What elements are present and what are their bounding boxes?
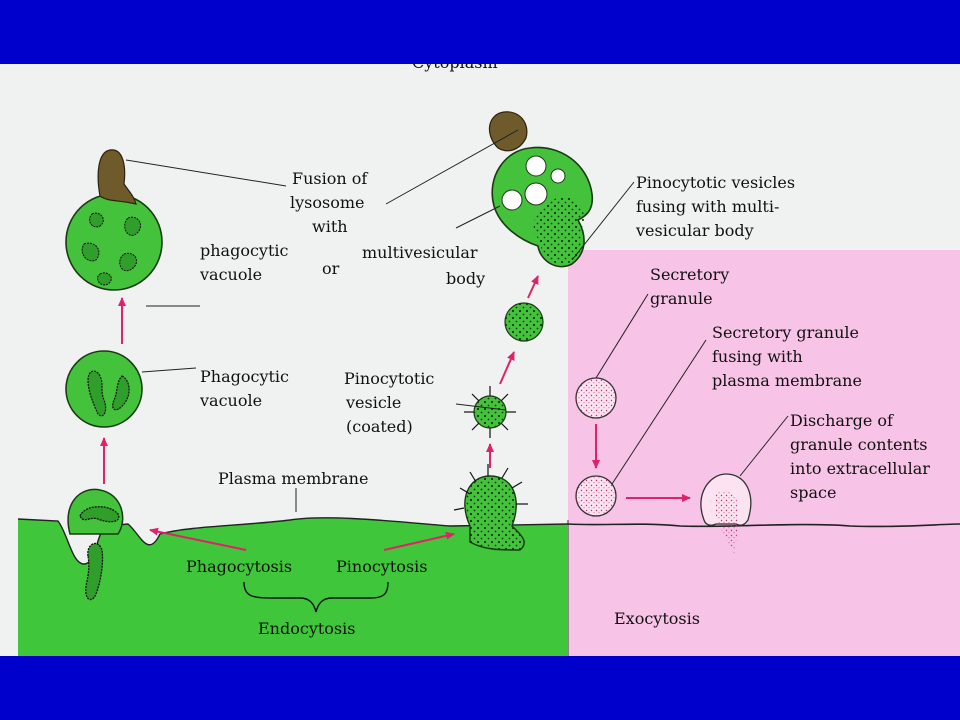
leader-lines [125, 129, 789, 512]
label-plasma-membrane: Plasma membrane [218, 469, 368, 488]
endocytosis-brace [243, 581, 389, 613]
label-secretory-fusing-1: Secretory granule [712, 323, 859, 342]
bud-coat-spikes [453, 464, 528, 511]
arrow-vesicle-to-mvb [527, 275, 539, 299]
mvb-vesicle-4 [550, 168, 566, 184]
phago-debris-2 [124, 216, 141, 236]
label-secretory-granule-2: granule [650, 289, 713, 308]
phago-debris-1 [89, 212, 104, 228]
label-pinocytotic-vesicle-3: (coated) [346, 417, 413, 436]
top-frame-band [0, 0, 960, 64]
phago-debris-4 [119, 252, 138, 272]
label-phagocytic-vacuole-upper-2: vacuole [199, 391, 262, 410]
plasma-membrane-line-right [567, 523, 960, 528]
label-pinocytotic-vesicle-2: vesicle [345, 393, 401, 412]
phagolysosome [65, 193, 163, 291]
phago-debris-5 [97, 272, 112, 286]
label-pinocytotic-fusing-1: Pinocytotic vesicles [636, 173, 795, 192]
label-fusion-line2: lysosome [290, 193, 364, 212]
label-endocytosis: Endocytosis [258, 619, 355, 638]
mvb-dotted-region [533, 196, 584, 264]
plasma-membrane-line-left [17, 517, 569, 565]
label-pinocytosis: Pinocytosis [336, 557, 427, 576]
label-secretory-granule-1: Secretory [650, 265, 729, 284]
mvb-vesicle-2 [501, 189, 523, 211]
label-discharge-2: granule contents [790, 435, 927, 454]
label-or: or [322, 259, 340, 278]
uncoated-vesicle-dots [505, 303, 543, 341]
arrow-coated-to-uncoated [499, 351, 515, 385]
label-pinocytotic-fusing-3: vesicular body [635, 221, 754, 240]
engulfed-particle [79, 506, 120, 523]
vacuole-particle-2 [112, 375, 130, 411]
label-discharge-1: Discharge of [790, 411, 894, 430]
label-discharge-3: into extracellular [790, 459, 930, 478]
label-pinocytotic-vesicle-1: Pinocytotic [344, 369, 434, 388]
label-phagocytic-vacuole-lower-2: vacuole [199, 265, 262, 284]
label-multivesicular-1: multivesicular [362, 243, 478, 262]
discharge-contents [716, 490, 739, 554]
label-discharge-4: space [790, 483, 836, 502]
arrow-phagocytosis [149, 527, 247, 551]
mvb-vesicle-1 [525, 155, 547, 177]
secretory-granule-dots [576, 378, 616, 418]
label-phagocytic-vacuole-lower-1: phagocytic [200, 241, 289, 260]
coated-vesicle-spikes [464, 386, 516, 438]
endocytosis-exocytosis-diagram: Cytoplasm Fusion of lysosome with phagoc… [0, 53, 960, 656]
arrow-pinocytosis [383, 531, 455, 551]
fusing-granule-dots [576, 476, 616, 516]
label-pinocytotic-fusing-2: fusing with multi- [636, 197, 779, 216]
coated-vesicle-dots [474, 396, 506, 428]
label-fusion-line1: Fusion of [292, 169, 368, 188]
lysosome-top-right [488, 111, 528, 152]
label-secretory-fusing-3: plasma membrane [712, 371, 862, 390]
mvb-vesicle-3 [524, 182, 548, 206]
bottom-frame-band [0, 656, 960, 720]
label-phagocytosis: Phagocytosis [186, 557, 292, 576]
phago-debris-3 [81, 242, 100, 262]
pinocytosis-bud-dots [464, 476, 525, 550]
lysosome-top-left [97, 149, 137, 205]
label-multivesicular-2: body [446, 269, 485, 288]
label-cytoplasm: Cytoplasm [412, 64, 498, 72]
label-fusion-line3: with [312, 217, 348, 236]
label-exocytosis: Exocytosis [614, 609, 700, 628]
cytoplasm-green-region [18, 517, 568, 656]
label-phagocytic-vacuole-upper-1: Phagocytic [200, 367, 289, 386]
label-secretory-fusing-2: fusing with [712, 347, 803, 366]
entering-particle [85, 542, 104, 601]
vacuole-particle-1 [87, 370, 107, 417]
phagocytic-vacuole [65, 350, 143, 428]
